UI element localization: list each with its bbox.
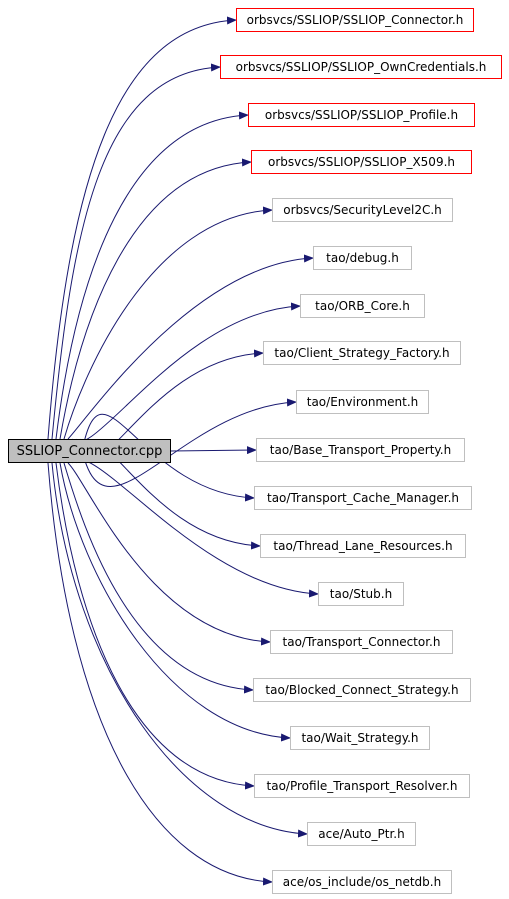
include-edge <box>59 158 252 440</box>
include-node[interactable]: tao/Transport_Cache_Manager.h <box>254 486 472 510</box>
root-file-node[interactable]: SSLIOP_Connector.cpp <box>8 439 171 463</box>
include-node[interactable]: tao/Transport_Connector.h <box>270 630 453 654</box>
include-node[interactable]: tao/Base_Transport_Property.h <box>256 438 465 462</box>
include-edge <box>63 462 254 694</box>
include-node[interactable]: ace/os_include/os_netdb.h <box>272 870 452 894</box>
include-edge <box>67 254 314 440</box>
include-node[interactable]: tao/Profile_Transport_Resolver.h <box>254 774 470 798</box>
include-edge <box>47 16 237 440</box>
include-node[interactable]: ace/Auto_Ptr.h <box>307 822 416 846</box>
include-node[interactable]: tao/debug.h <box>313 246 412 270</box>
include-edge <box>51 63 221 440</box>
include-node[interactable]: orbsvcs/SSLIOP/SSLIOP_X509.h <box>251 150 472 174</box>
include-edge <box>79 398 297 487</box>
include-node[interactable]: orbsvcs/SSLIOP/SSLIOP_OwnCredentials.h <box>220 55 502 79</box>
include-node[interactable]: orbsvcs/SSLIOP/SSLIOP_Profile.h <box>248 103 475 127</box>
include-edge <box>170 446 257 455</box>
include-node[interactable]: tao/Blocked_Connect_Strategy.h <box>253 678 471 702</box>
include-node[interactable]: tao/Wait_Strategy.h <box>290 726 430 750</box>
include-node[interactable]: tao/Thread_Lane_Resources.h <box>260 534 466 558</box>
include-edge <box>79 413 255 502</box>
include-node[interactable]: orbsvcs/SecurityLevel2C.h <box>272 198 453 222</box>
include-edge <box>55 462 255 790</box>
include-edge <box>51 462 308 838</box>
include-edge <box>63 206 273 440</box>
include-edge <box>67 462 271 646</box>
include-edge <box>59 462 291 742</box>
include-node[interactable]: tao/Client_Strategy_Factory.h <box>263 341 461 365</box>
include-edge <box>71 302 301 443</box>
include-node[interactable]: tao/ORB_Core.h <box>300 294 425 318</box>
include-edge <box>47 462 273 886</box>
include-node[interactable]: tao/Stub.h <box>318 582 404 606</box>
include-node[interactable]: orbsvcs/SSLIOP/SSLIOP_Connector.h <box>236 8 474 32</box>
include-node[interactable]: tao/Environment.h <box>296 390 429 414</box>
include-edge <box>55 111 249 440</box>
